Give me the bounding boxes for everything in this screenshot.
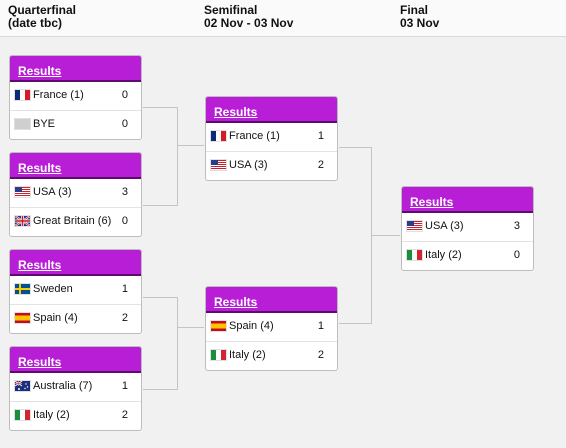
- team-score: 2: [317, 159, 324, 171]
- quarterfinal-subtitle: (date tbc): [8, 16, 62, 30]
- team-score: 3: [121, 186, 128, 198]
- quarterfinal-title: Quarterfinal: [8, 3, 77, 17]
- team-name: Italy (2): [33, 409, 70, 421]
- team-score: 0: [513, 249, 520, 261]
- team-row: Spain (4) 1: [206, 313, 337, 341]
- france-flag-icon: [211, 131, 226, 141]
- team-row: BYE 0: [10, 110, 141, 138]
- match-header: Results: [10, 153, 141, 179]
- team-row: France (1) 0: [10, 82, 141, 110]
- team-name: USA (3): [425, 220, 464, 232]
- usa-flag-icon: [211, 160, 226, 170]
- team-score: 1: [317, 320, 324, 332]
- team-score: 0: [121, 89, 128, 101]
- team-row: USA (3) 3: [402, 213, 533, 241]
- team-score: 1: [317, 130, 324, 142]
- results-link[interactable]: Results: [214, 295, 258, 309]
- team-score: 1: [121, 380, 128, 392]
- connector-line: [177, 145, 204, 146]
- team-name: Sweden: [33, 283, 73, 295]
- team-name: Italy (2): [425, 249, 462, 261]
- column-title-semifinal: Semifinal 02 Nov - 03 Nov: [204, 4, 293, 30]
- connector-line: [371, 235, 400, 236]
- connector-line: [177, 327, 204, 328]
- usa-flag-icon: [15, 187, 30, 197]
- team-row: USA (3) 3: [10, 179, 141, 207]
- connector-line: [143, 205, 177, 206]
- team-name: USA (3): [229, 159, 268, 171]
- team-score: 1: [121, 283, 128, 295]
- team-score: 2: [317, 349, 324, 361]
- team-row: Italy (2) 2: [10, 401, 141, 429]
- results-link[interactable]: Results: [18, 258, 62, 272]
- team-score: 0: [121, 215, 128, 227]
- usa-flag-icon: [407, 221, 422, 231]
- team-row: Italy (2) 0: [402, 241, 533, 269]
- team-name: Spain (4): [229, 320, 274, 332]
- results-link[interactable]: Results: [18, 355, 62, 369]
- spain-flag-icon: [211, 321, 226, 331]
- connector-line: [143, 389, 177, 390]
- team-row: Sweden 1: [10, 276, 141, 304]
- match-header: Results: [402, 187, 533, 213]
- spain-flag-icon: [15, 313, 30, 323]
- team-score: 2: [121, 409, 128, 421]
- team-name: France (1): [33, 89, 84, 101]
- connector-line: [143, 297, 177, 298]
- connector-line: [143, 107, 177, 108]
- final-title: Final: [400, 3, 429, 17]
- semifinal-subtitle: 02 Nov - 03 Nov: [204, 16, 294, 30]
- match-header: Results: [10, 347, 141, 373]
- semifinal-title: Semifinal: [204, 3, 258, 17]
- match-header: Results: [206, 287, 337, 313]
- team-row: Italy (2) 2: [206, 341, 337, 369]
- team-score: 3: [513, 220, 520, 232]
- bracket-header: Quarterfinal (date tbc) Semifinal 02 Nov…: [0, 0, 566, 37]
- results-link[interactable]: Results: [214, 105, 258, 119]
- team-score: 0: [121, 118, 128, 130]
- italy-flag-icon: [211, 350, 226, 360]
- final-subtitle: 03 Nov: [400, 16, 440, 30]
- column-title-final: Final 03 Nov: [400, 4, 439, 30]
- match-header: Results: [10, 56, 141, 82]
- bye-placeholder-icon: [15, 119, 30, 129]
- team-name: Spain (4): [33, 312, 78, 324]
- team-row: Great Britain (6) 0: [10, 207, 141, 235]
- connector-line: [177, 297, 178, 390]
- column-title-quarterfinal: Quarterfinal (date tbc): [8, 4, 76, 30]
- team-score: 2: [121, 312, 128, 324]
- great-britain-flag-icon: [15, 216, 30, 226]
- team-name: USA (3): [33, 186, 72, 198]
- connector-line: [177, 107, 178, 206]
- results-link[interactable]: Results: [18, 161, 62, 175]
- team-name: Italy (2): [229, 349, 266, 361]
- results-link[interactable]: Results: [410, 195, 454, 209]
- team-name: Great Britain (6): [33, 215, 112, 227]
- sweden-flag-icon: [15, 284, 30, 294]
- team-row: Spain (4) 2: [10, 304, 141, 332]
- connector-line: [339, 147, 371, 148]
- italy-flag-icon: [407, 250, 422, 260]
- results-link[interactable]: Results: [18, 64, 62, 78]
- team-name: BYE: [33, 118, 56, 130]
- team-row: France (1) 1: [206, 123, 337, 151]
- italy-flag-icon: [15, 410, 30, 420]
- australia-flag-icon: [15, 381, 30, 391]
- match-header: Results: [10, 250, 141, 276]
- connector-line: [339, 323, 371, 324]
- france-flag-icon: [15, 90, 30, 100]
- team-name: France (1): [229, 130, 280, 142]
- team-row: Australia (7) 1: [10, 373, 141, 401]
- team-row: USA (3) 2: [206, 151, 337, 179]
- match-header: Results: [206, 97, 337, 123]
- team-name: Australia (7): [33, 380, 93, 392]
